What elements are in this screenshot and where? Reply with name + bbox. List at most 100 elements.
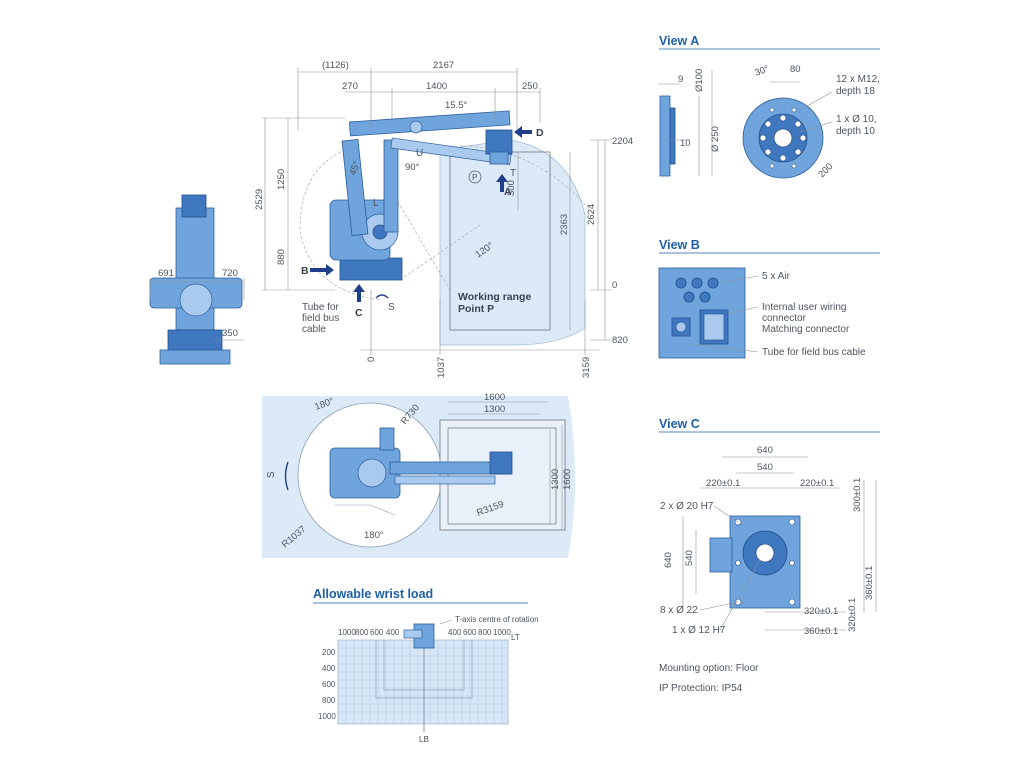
dim-2167: 2167 [433,60,454,71]
axis-u: U [416,148,423,159]
wrist-title: Allowable wrist load [313,587,433,601]
view-a-dim-phi250: Ø 250 [710,126,721,152]
wrist-y-200: 200 [322,648,336,657]
view-c-dim-220-right: 220±0.1 [800,478,834,489]
wrist-grid [337,639,509,725]
wrist-xr-1000: 1000 [493,628,511,637]
wrist-xl-800: 800 [355,628,369,637]
dim-1126: (1126) [322,60,349,71]
mounting-option: Mounting option: Floor [659,663,759,674]
dim-1037: 1037 [436,357,447,378]
view-c-dim-360-h: 360±0.1 [804,626,838,637]
view-b-title: View B [659,238,700,252]
view-c-dim-540-left: 540 [684,550,695,566]
view-c-title: View C [659,417,700,431]
view-a-dim-200: 200 [816,161,835,180]
wrist-note: T-axis centre of rotation [455,615,539,624]
wrist-lt: LT [511,633,520,642]
view-b-note-tube: Tube for field bus cable [762,347,866,358]
axis-s: S [388,302,395,313]
view-c: View C 640 540 220±0.1 220±0.1 300±0.1 3… [659,417,880,694]
view-c-note-holes20: 2 x Ø 20 H7 [660,501,714,512]
top-dim-1300-h: 1300 [484,404,505,415]
view-c-dim-640-top: 640 [757,445,773,456]
wrist-xr-800: 800 [478,628,492,637]
dim-880: 880 [276,249,287,265]
front-dim-691: 691 [158,268,174,279]
dim-bottom-0: 0 [366,357,377,362]
view-c-note-holes22: 8 x Ø 22 [660,605,698,616]
dim-2363: 2363 [559,214,570,235]
view-c-dim-360-v: 360±0.1 [864,566,875,600]
axis-p: P [472,173,477,182]
tube-note-1: Tube for [302,302,340,313]
top-dim-1600-v: 1600 [562,469,573,490]
view-b: View B 5 x Air Internal user wiring conn… [658,238,880,359]
wrist-y-800: 800 [322,696,336,705]
top-dim-1300-v: 1300 [550,469,561,490]
wrist-y-1000: 1000 [318,712,336,721]
dim-right-0: 0 [612,280,617,291]
view-a-note-2: depth 18 [836,86,875,97]
top-view: 1600 1300 1300 1600 R730 R1037 R3159 180… [262,392,575,558]
dim-2529: 2529 [254,189,265,210]
side-view: B C A D (1126) 2167 270 1400 250 15.5° 2… [254,60,633,378]
view-c-dim-540-top: 540 [757,462,773,473]
view-c-dim-300: 300±0.1 [852,478,863,512]
arrow-a-label: A [504,186,512,198]
view-c-dim-640-left: 640 [663,552,674,568]
dim-300: 300 [506,180,517,196]
view-a-note-3: 1 x Ø 10, [836,114,877,125]
wrist-xr-400: 400 [448,628,462,637]
top-axis-s: S [266,471,277,478]
view-a-dim-9: 9 [678,74,683,85]
wrist-xl-600: 600 [370,628,384,637]
tube-note-3: cable [302,324,326,335]
ip-protection: IP Protection: IP54 [659,683,743,694]
dim-820: 820 [612,335,628,346]
view-a-note-4: depth 10 [836,126,875,137]
dim-3159: 3159 [581,357,592,378]
wrist-xr-600: 600 [463,628,477,637]
wrist-xl-400: 400 [386,628,400,637]
angle-tilt: 15.5° [445,100,467,111]
angle-90: 90° [405,162,420,173]
top-dim-1600-h: 1600 [484,392,505,403]
view-c-dim-220-left: 220±0.1 [706,478,740,489]
angle-45: 45° [347,160,362,177]
dim-2204: 2204 [612,136,633,147]
dim-250: 250 [522,81,538,92]
view-c-dim-320-v: 320±0.1 [847,598,858,632]
working-range-point: Point P [458,303,494,315]
view-b-note-connector: connector [762,313,807,324]
wrist-lb: LB [419,735,429,744]
wrist-y-600: 600 [322,680,336,689]
working-range-label: Working range [458,291,531,303]
view-b-note-wiring: Internal user wiring [762,302,846,313]
view-b-note-air: 5 x Air [762,271,790,282]
view-a-dim-phi100: Ø100 [694,69,705,92]
view-a-dim-80: 80 [790,64,801,75]
view-b-note-matching: Matching connector [762,324,850,335]
tube-note-2: field bus [302,313,339,324]
view-c-note-hole12: 1 x Ø 12 H7 [672,625,726,636]
front-view: 691 720 350 [149,194,245,365]
dim-2624: 2624 [586,204,597,225]
view-a-note-1: 12 x M12, [836,74,880,85]
wrist-xl-1000: 1000 [338,628,356,637]
angle-180-bottom: 180° [364,530,384,541]
dim-1400: 1400 [426,81,447,92]
view-a: View A 9 Ø100 10 Ø 250 80 30° 200 12 x M… [658,34,880,180]
view-a-title: View A [659,34,699,48]
axis-t: T [510,168,516,179]
axis-l: L [373,198,379,209]
dim-1250: 1250 [276,169,287,190]
arrow-b-label: B [301,265,309,277]
view-c-dim-320-h: 320±0.1 [804,606,838,617]
wrist-load-diagram: Allowable wrist load T-axis centre of ro… [313,587,539,744]
front-dim-350: 350 [222,328,238,339]
arrow-c-label: C [355,307,363,319]
view-a-dim-10: 10 [680,138,691,149]
view-a-angle-30: 30° [753,64,770,79]
